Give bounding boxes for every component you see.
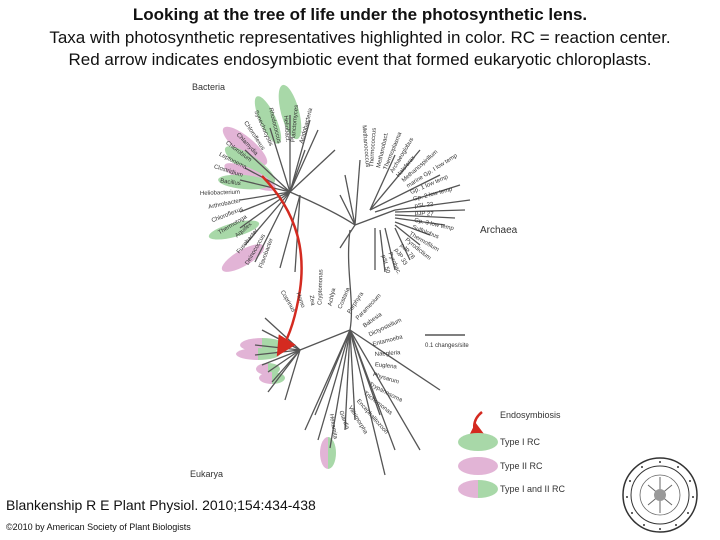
legend-type2: Type II RC [500, 461, 543, 471]
bacteria-taxon-label: Heliobact. [282, 115, 290, 142]
caption-line-2: Taxa with photosynthetic representatives… [49, 28, 671, 47]
bacteria-taxon-label: Heliobacterium [200, 190, 240, 197]
highlight-euglena [320, 437, 336, 469]
legend-swatch-type2 [458, 457, 498, 475]
eukarya-taxon-label: Zea [308, 295, 316, 307]
eukarya-taxon-label: Achlya [328, 287, 338, 307]
archaea-taxon-label: Thermococcus [369, 128, 378, 168]
archaea-taxon-label: pSL 50 [380, 254, 391, 274]
eukarya-highlights [236, 338, 336, 469]
archaea-taxon-label: pJP 27 [415, 211, 435, 218]
domain-label-bacteria: Bacteria [192, 82, 225, 92]
legend: Endosymbiosis Type I RC Type II RC Type … [458, 410, 566, 498]
legend-endosymbiosis: Endosymbiosis [500, 410, 561, 420]
bacteria-taxon-label: Planctomyces [291, 105, 300, 143]
eukarya-taxon-label: Euglena [374, 362, 397, 370]
highlight-heliobact [254, 96, 282, 144]
highlight-chloroflexus-2 [221, 244, 265, 272]
eukarya-taxon-label: Homo [294, 292, 305, 310]
bacteria-taxon-label: Acidobacteria [299, 107, 314, 144]
bacteria-taxon-label: Bacillus [220, 178, 241, 187]
eukarya-taxon-label: Hexamita [328, 414, 338, 441]
legend-type12: Type I and II RC [500, 484, 566, 494]
eukarya-taxon-label: Naegleria [375, 350, 402, 358]
highlight-cryptomonas [236, 348, 280, 360]
highlight-synechocystis [224, 146, 276, 184]
legend-swatch-type1 [458, 433, 498, 451]
archaea-taxon-label: pSL 22 [414, 202, 434, 210]
citation: Blankenship R E Plant Physiol. 2010;154:… [6, 497, 316, 513]
highlight-costaria [256, 363, 280, 375]
highlight-rhodococcus [222, 126, 268, 166]
page-title: Looking at the tree of life under the ph… [132, 5, 588, 24]
endosymbiosis-arrow [261, 175, 303, 357]
caption-line-3: Red arrow indicates endosymbiotic event … [68, 50, 652, 69]
copyright: ©2010 by American Society of Plant Biolo… [6, 522, 191, 532]
legend-swatch-type12 [458, 480, 498, 498]
legend-type1: Type I RC [500, 437, 541, 447]
domain-label-archaea: Archaea [480, 225, 518, 236]
archaea-taxon-label: Methanococcus [360, 125, 370, 167]
scale-bar-label: 0.1 changes/site [425, 343, 469, 349]
eukarya-taxon-label: Coprinus [279, 290, 296, 314]
highlight-chlorobium [218, 174, 270, 190]
eukarya-taxon-label: Cryptomonas [318, 269, 325, 305]
eukarya-taxon-label: Entamoeba [372, 334, 404, 348]
highlight-acidobacteria [278, 84, 302, 140]
bacteria-highlights [208, 84, 302, 272]
eukarya-taxon-label: Giardia [337, 410, 350, 431]
highlight-heliobacterium [208, 220, 260, 240]
legend-arrow [466, 411, 489, 441]
society-seal-logo [622, 457, 698, 533]
domain-label-eukarya: Eukarya [190, 469, 223, 479]
